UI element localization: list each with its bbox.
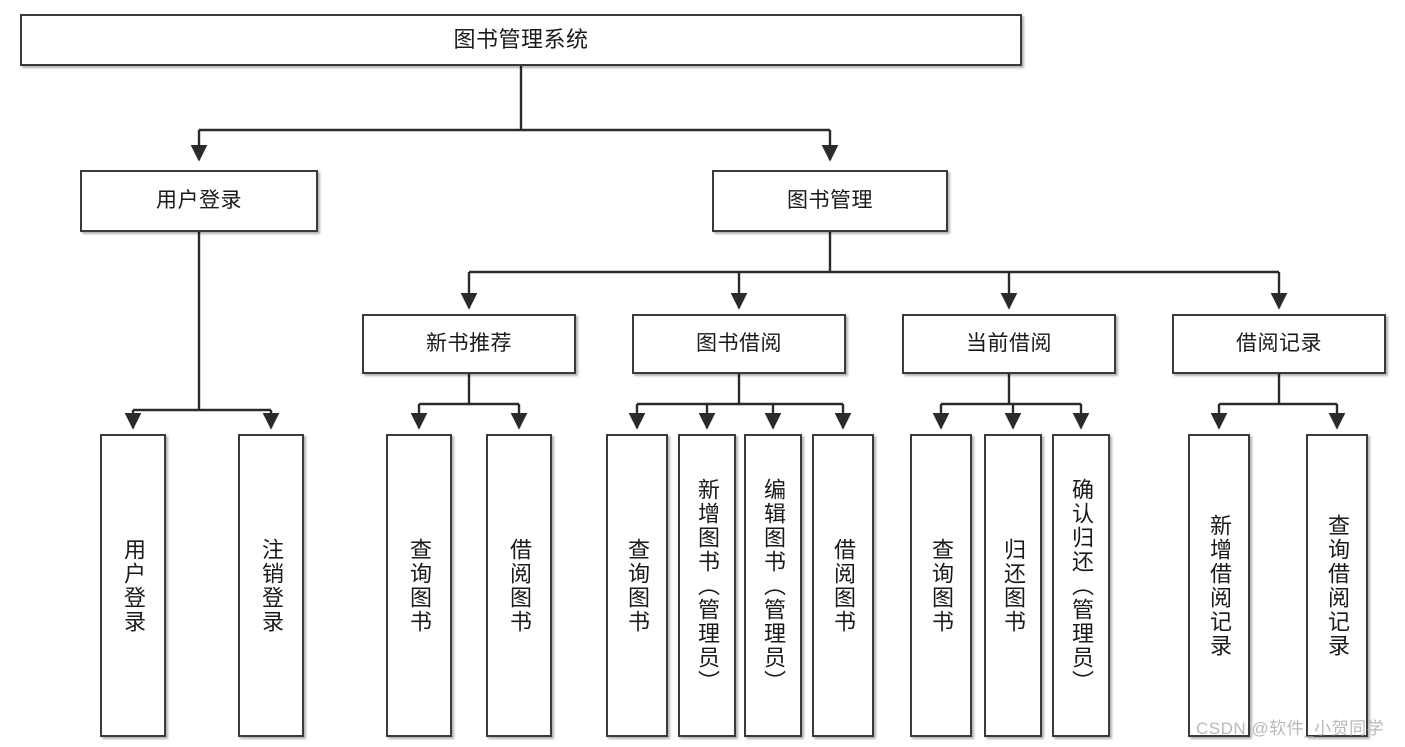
node-current-borrow[interactable]: 当前借阅 <box>902 314 1116 374</box>
node-label: 查询图书 <box>928 537 954 634</box>
node-label: 借阅图书 <box>830 537 856 634</box>
node-label: 借阅记录 <box>1236 331 1322 355</box>
node-root-label: 图书管理系统 <box>453 27 589 53</box>
node-label: 注销登录 <box>258 537 284 634</box>
leaf-user-login[interactable]: 用户登录 <box>100 434 166 737</box>
node-user-login[interactable]: 用户登录 <box>80 170 318 232</box>
leaf-logout[interactable]: 注销登录 <box>238 434 304 737</box>
node-new-book-recommend[interactable]: 新书推荐 <box>362 314 576 374</box>
leaf-return-book[interactable]: 归还图书 <box>984 434 1042 737</box>
leaf-add-borrow-record[interactable]: 新增借阅记录 <box>1188 434 1250 737</box>
node-book-management[interactable]: 图书管理 <box>712 170 948 232</box>
node-label: 新增借阅记录 <box>1206 513 1232 658</box>
node-label: 归还图书 <box>1000 537 1026 634</box>
node-label: 确认归还（管理员） <box>1068 477 1094 694</box>
node-borrow-record[interactable]: 借阅记录 <box>1172 314 1386 374</box>
node-label: 用户登录 <box>156 188 242 212</box>
leaf-query-book-recommend[interactable]: 查询图书 <box>386 434 452 737</box>
node-label: 查询图书 <box>624 537 650 634</box>
node-label: 查询借阅记录 <box>1324 513 1350 658</box>
node-root[interactable]: 图书管理系统 <box>20 14 1022 66</box>
watermark-text: CSDN @软件_小贺同学 <box>1196 719 1385 738</box>
leaf-query-borrow-record[interactable]: 查询借阅记录 <box>1306 434 1368 737</box>
node-label: 图书管理 <box>787 188 873 212</box>
node-book-borrow[interactable]: 图书借阅 <box>632 314 846 374</box>
node-label: 当前借阅 <box>966 331 1052 355</box>
node-label: 图书借阅 <box>696 331 782 355</box>
node-label: 编辑图书（管理员） <box>760 477 786 694</box>
leaf-query-book-current[interactable]: 查询图书 <box>910 434 972 737</box>
leaf-confirm-return-admin[interactable]: 确认归还（管理员） <box>1052 434 1110 737</box>
node-label: 借阅图书 <box>506 537 532 634</box>
node-label: 新书推荐 <box>426 331 512 355</box>
node-label: 用户登录 <box>120 537 146 634</box>
leaf-add-book-admin[interactable]: 新增图书（管理员） <box>678 434 736 737</box>
leaf-borrow-book[interactable]: 借阅图书 <box>812 434 874 737</box>
leaf-edit-book-admin[interactable]: 编辑图书（管理员） <box>744 434 802 737</box>
leaf-query-book-borrow[interactable]: 查询图书 <box>606 434 668 737</box>
node-label: 查询图书 <box>406 537 432 634</box>
node-label: 新增图书（管理员） <box>694 477 720 694</box>
leaf-borrow-book-recommend[interactable]: 借阅图书 <box>486 434 552 737</box>
